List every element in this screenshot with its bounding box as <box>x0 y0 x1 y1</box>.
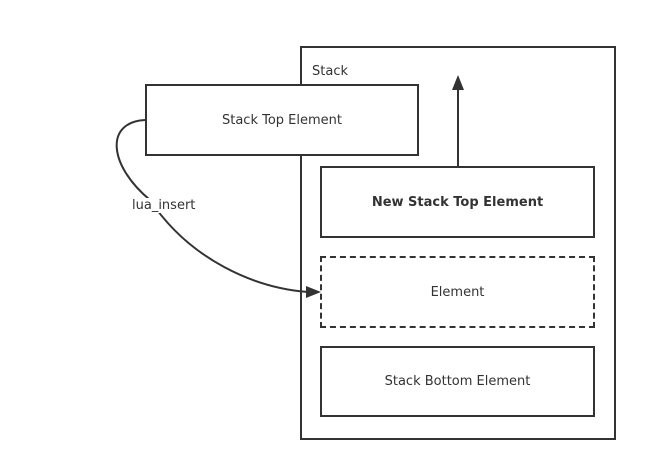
element-box: Element <box>320 256 595 328</box>
stack-top-element-label: Stack Top Element <box>221 112 342 128</box>
stack-bottom-element-box: Stack Bottom Element <box>320 346 595 417</box>
element-label: Element <box>430 284 485 300</box>
new-stack-top-element-label: New Stack Top Element <box>371 194 544 210</box>
stack-bottom-element-label: Stack Bottom Element <box>384 374 531 389</box>
stack-top-element-box: Stack Top Element <box>145 84 419 156</box>
lua-insert-label: lua_insert <box>131 198 197 213</box>
stack-label: Stack <box>312 64 348 79</box>
new-stack-top-element-box: New Stack Top Element <box>320 166 595 238</box>
